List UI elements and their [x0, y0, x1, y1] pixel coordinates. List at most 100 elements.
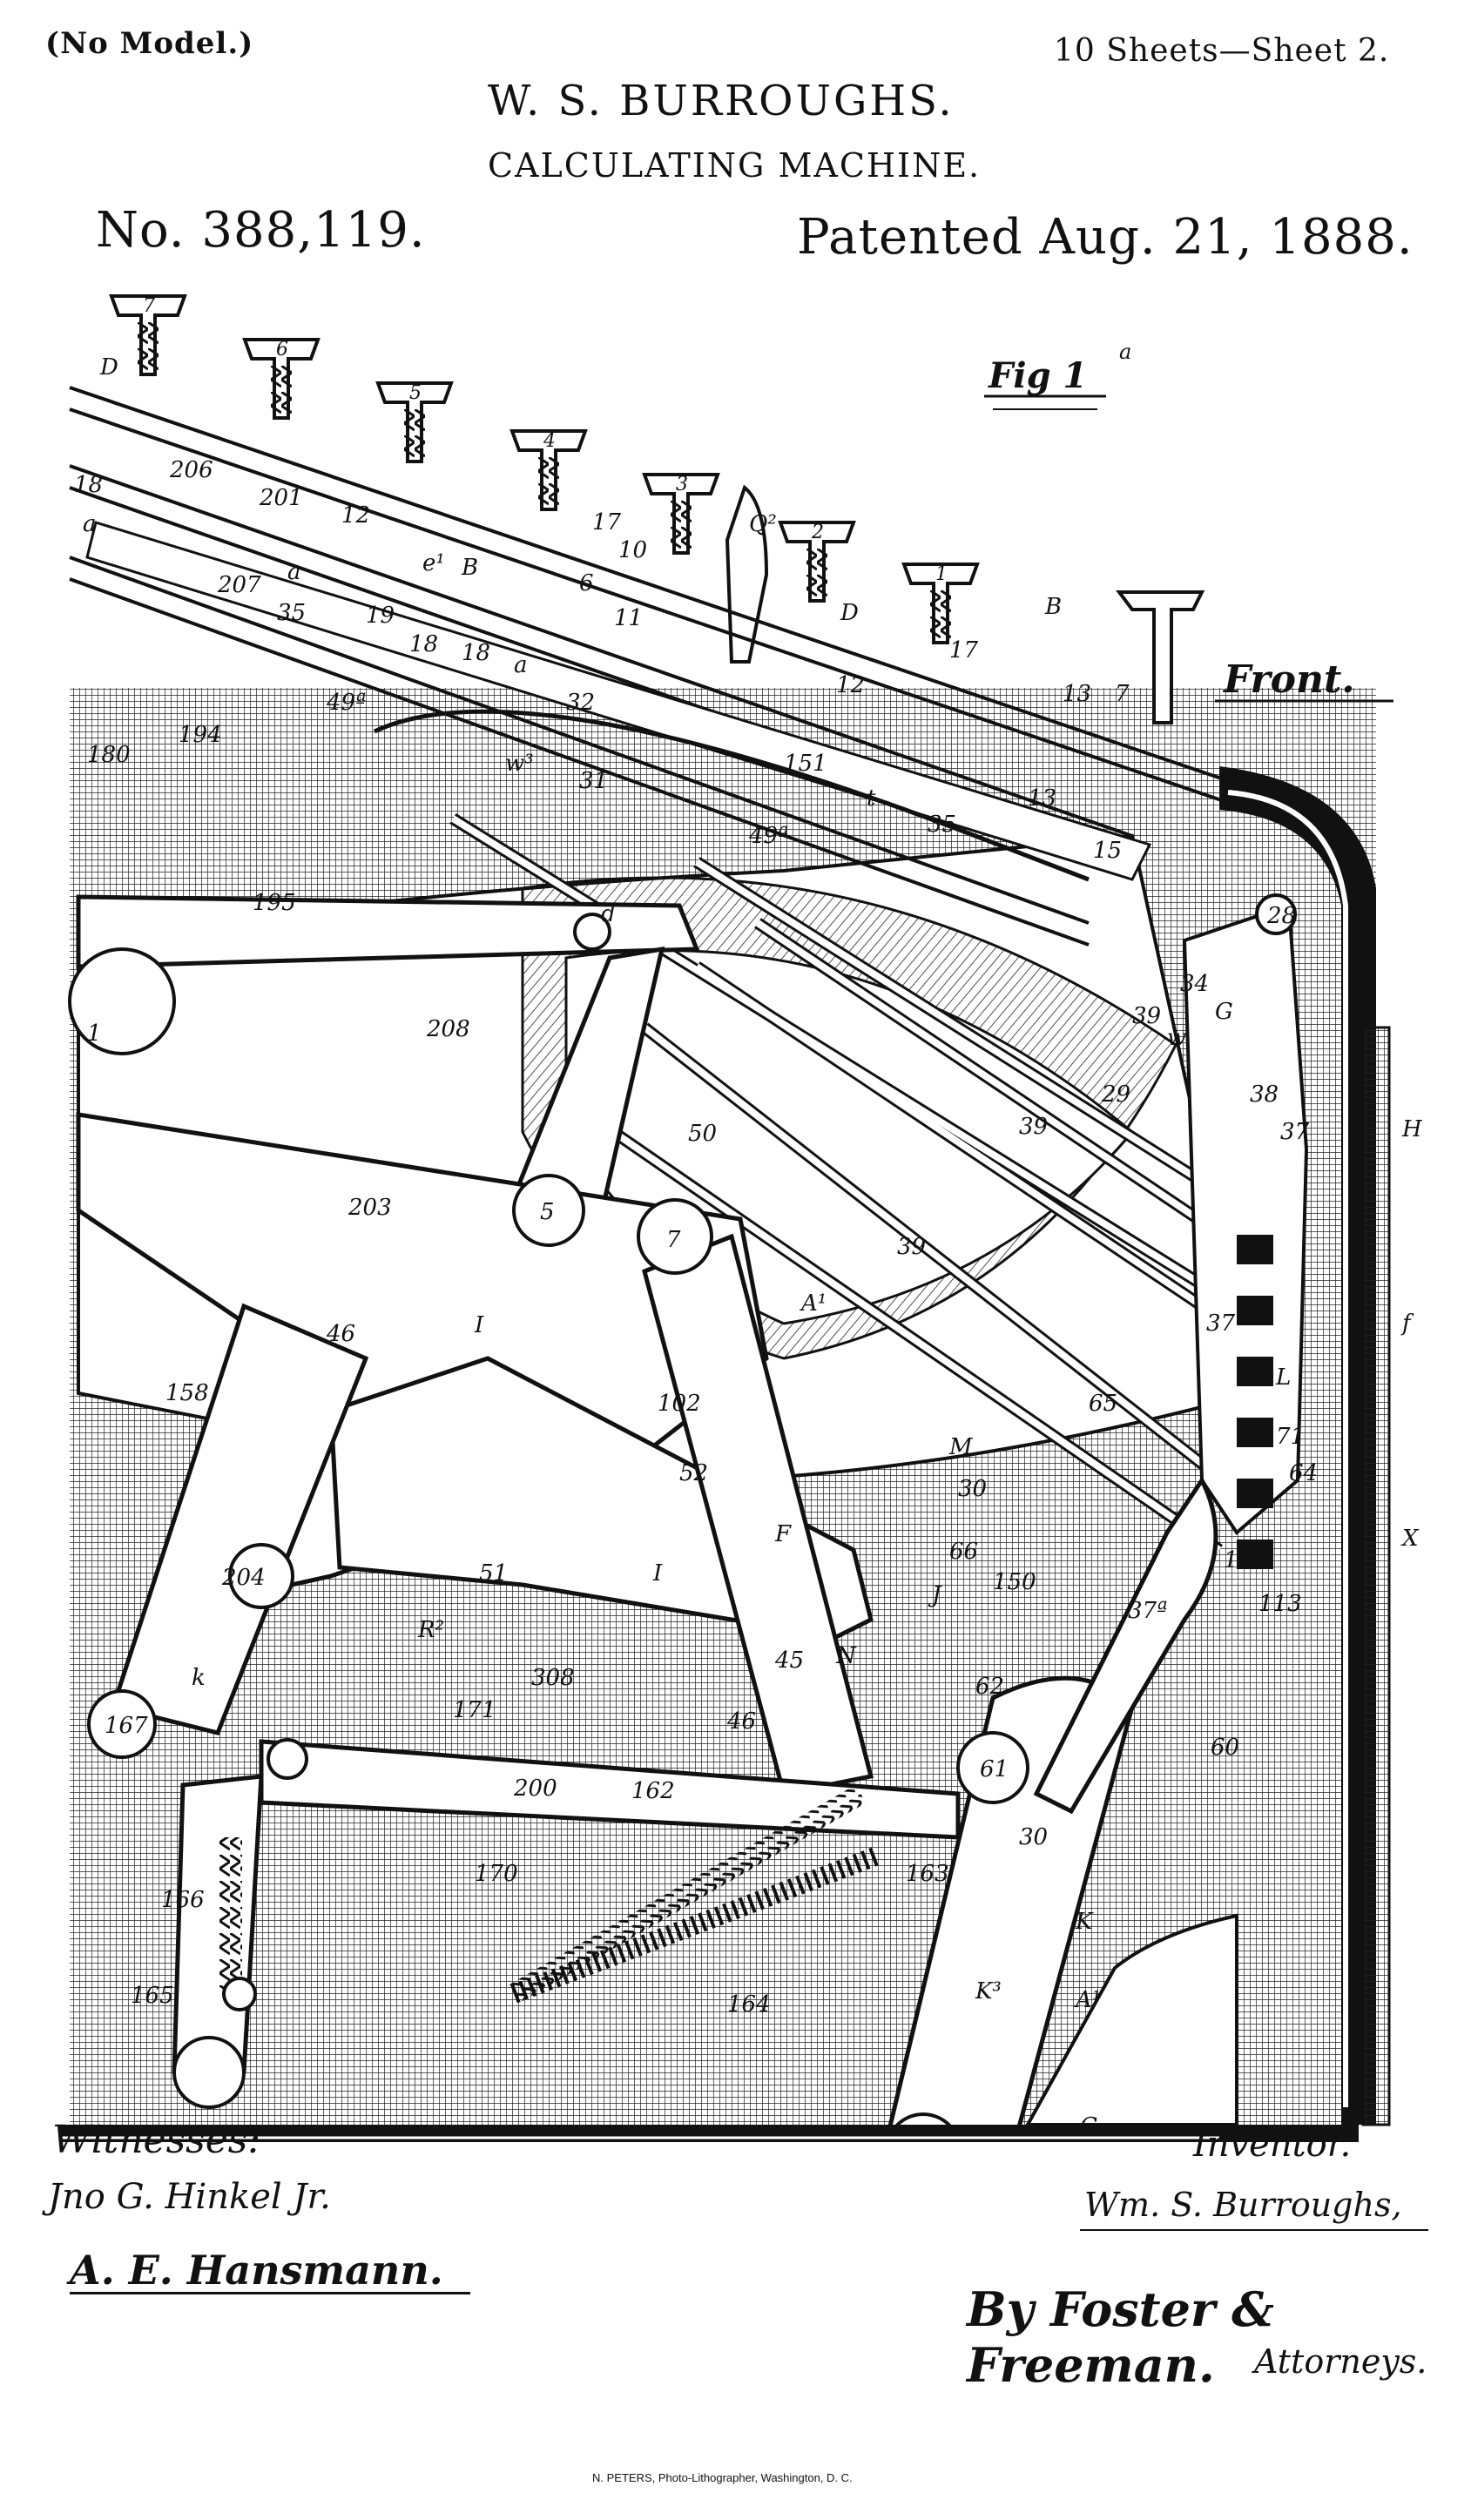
ref-w: w [1167, 1025, 1186, 1051]
ref-D2: D [840, 600, 859, 626]
ref-195: 195 [253, 890, 296, 916]
reference-labels: D 18 206 201 12 e¹ B 17 10 6 11 207 35 1… [74, 354, 1423, 2142]
ref-f: f [1400, 1311, 1414, 1337]
ref-A1b: A¹ [1074, 1987, 1101, 2013]
ref-13b: 13 [1028, 785, 1056, 812]
ref-7: 7 [1115, 681, 1130, 707]
fig-label-superscript: a [1119, 340, 1131, 364]
ref-H: H [1401, 1116, 1423, 1142]
ref-171: 171 [453, 1697, 496, 1723]
ref-e1: e¹ [422, 550, 445, 576]
stepped-rack [1182, 903, 1309, 1569]
sheet-info: 10 Sheets—Sheet 2. [1054, 33, 1390, 69]
ref-Q2: Q² [749, 511, 777, 537]
ref-45: 45 [774, 1647, 804, 1674]
ref-I: I [474, 1312, 484, 1338]
ref-35: 35 [277, 600, 306, 626]
ref-30: 30 [958, 1476, 987, 1502]
ref-158: 158 [165, 1380, 209, 1406]
ref-29: 29 [1101, 1081, 1130, 1108]
key-5-number: 5 [409, 382, 422, 404]
ref-37a: 37ª [1128, 1598, 1167, 1624]
attorney-label: Attorneys. [1254, 2342, 1427, 2381]
ref-X: X [1400, 1526, 1420, 1552]
ref-N: N [835, 1643, 857, 1669]
ref-203: 203 [348, 1195, 392, 1221]
ref-R2: R² [417, 1617, 444, 1643]
ref-52: 52 [679, 1460, 708, 1486]
ref-102: 102 [658, 1391, 701, 1417]
ref-71: 71 [1276, 1424, 1305, 1450]
ref-61: 61 [980, 1756, 1009, 1782]
ref-A1: A¹ [800, 1290, 827, 1317]
ref-32: 32 [566, 690, 595, 716]
inventor-signature: Wm. S. Burroughs, [1084, 2186, 1402, 2224]
inventor-label: Inventor. [1193, 2125, 1352, 2165]
ref-6: 6 [579, 570, 594, 596]
ref-34: 34 [1180, 971, 1209, 997]
key-row: 7 6 5 4 3 2 1 [109, 294, 1205, 724]
ref-64: 64 [1289, 1460, 1318, 1486]
key-3-number: 3 [676, 474, 688, 495]
ref-w3: w³ [505, 751, 534, 777]
attorney-signature: By Foster & Freeman. [967, 2281, 1274, 2393]
main-levers [76, 894, 1218, 2142]
ref-a3: a [514, 652, 528, 678]
ref-1: 1 [87, 1021, 102, 1047]
ref-37: 37 [1280, 1119, 1310, 1145]
ref-I2: I [652, 1560, 663, 1587]
ref-207: 207 [217, 572, 261, 598]
ref-11: 11 [614, 605, 643, 631]
ref-15: 15 [1093, 838, 1122, 864]
ref-62: 62 [975, 1674, 1004, 1700]
ref-10: 10 [618, 537, 647, 563]
key-bars [69, 386, 1238, 947]
ref-31: 31 [579, 768, 608, 794]
invention-title: CALCULATING MACHINE. [488, 146, 982, 185]
witnesses-label: Witnesses: [52, 2118, 261, 2162]
ref-K3: K³ [975, 1978, 1002, 2005]
ref-194: 194 [179, 722, 222, 748]
ref-12b: 12 [836, 672, 865, 698]
ref-G: G [1215, 999, 1233, 1025]
ref-35b: 35 [928, 812, 956, 838]
ref-49a: 49ª [326, 690, 366, 716]
ref-5: 5 [540, 1199, 555, 1225]
model-note: (No Model.) [45, 26, 254, 61]
ref-38: 38 [1250, 1081, 1279, 1108]
lithographer-credit: N. PETERS, Photo-Lithographer, Washingto… [592, 2471, 853, 2484]
ref-18: 18 [74, 472, 103, 498]
ref-39c: 39 [897, 1234, 926, 1260]
patent-drawing: 7 6 5 4 3 2 1 [61, 294, 1423, 2142]
ref-2: 2 [914, 2139, 929, 2142]
ref-113: 113 [1258, 1591, 1302, 1617]
ref-30b: 30 [1019, 1824, 1048, 1850]
ref-204: 204 [221, 1565, 266, 1591]
witness-2-signature: A. E. Hansmann. [70, 2247, 443, 2294]
base [61, 1913, 1359, 2142]
ref-46b: 46 [726, 1708, 756, 1735]
ref-201: 201 [259, 485, 303, 511]
ref-C: C [1080, 2113, 1097, 2139]
ref-d: d [601, 901, 616, 927]
ref-308: 308 [531, 1665, 575, 1691]
ref-F: F [774, 1521, 792, 1547]
ref-200: 200 [513, 1775, 557, 1802]
front-label: Front. [1222, 657, 1355, 702]
ref-164: 164 [727, 1991, 771, 2018]
ref-65: 65 [1089, 1391, 1117, 1417]
ref-66: 66 [949, 1539, 978, 1565]
ref-165: 165 [131, 1983, 174, 2009]
ref-162: 162 [631, 1778, 675, 1804]
ref-166: 166 [161, 1887, 205, 1913]
ref-17b: 17 [949, 637, 979, 664]
ref-150: 150 [993, 1569, 1036, 1595]
ref-39b: 39 [1019, 1114, 1048, 1140]
ref-49a2: 49ª [748, 823, 788, 849]
ref-7b: 7 [666, 1227, 681, 1253]
ref-19: 19 [366, 603, 395, 629]
ref-J: J [928, 1582, 942, 1608]
springs [219, 1784, 883, 2004]
ref-t: t [867, 785, 876, 812]
ref-12: 12 [341, 502, 370, 529]
